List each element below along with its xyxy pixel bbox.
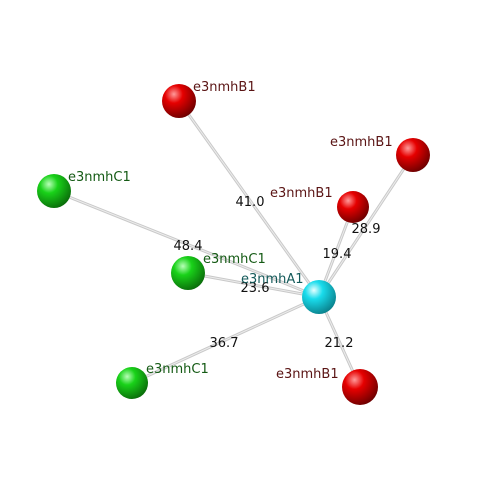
edge-A1-C1c [130, 295, 321, 385]
node-B1d[interactable] [342, 369, 378, 405]
node-C1b[interactable] [171, 256, 205, 290]
node-label: e3nmhB1 [193, 80, 256, 95]
node-label: e3nmhC1 [203, 252, 266, 267]
edge-A1-B1b [317, 153, 415, 299]
node-B1a[interactable] [162, 84, 196, 118]
node-label: e3nmhB1 [330, 135, 393, 150]
node-label: e3nmhB1 [276, 367, 339, 382]
edge-A1-B1a [177, 99, 321, 299]
labels-layer: 41.0 28.919.4 21.2 48.4 23.6 36.7 e3nmhA1 e3nmh… [68, 80, 393, 382]
edge-A1-C1b [186, 271, 321, 299]
node-A1[interactable] [302, 280, 336, 314]
node-B1b[interactable] [396, 138, 430, 172]
node-C1a[interactable] [37, 174, 71, 208]
edge-label: 19.4 [323, 247, 352, 262]
node-label: e3nmhB1 [270, 186, 333, 201]
node-label: e3nmhA1 [241, 272, 304, 287]
nodes-layer [37, 84, 430, 405]
edge-label: 23.6 [241, 281, 270, 296]
node-C1c[interactable] [116, 367, 148, 399]
edge-label: 36.7 [210, 336, 239, 351]
node-label: e3nmhC1 [68, 170, 131, 185]
edge-line-highlight [318, 154, 414, 298]
edge-A1-C1a [52, 189, 321, 299]
edge-line-highlight [178, 100, 320, 298]
edge-label: 41.0 [236, 195, 265, 210]
node-B1c[interactable] [337, 191, 369, 223]
edge-line-highlight [53, 190, 320, 298]
edge-label: 48.4 [174, 239, 203, 254]
edge-line-highlight [187, 272, 320, 298]
node-label: e3nmhC1 [146, 362, 209, 377]
edge-label: 28.9 [352, 222, 381, 237]
edge-label: 21.2 [325, 336, 354, 351]
edge-line-highlight [131, 296, 320, 384]
